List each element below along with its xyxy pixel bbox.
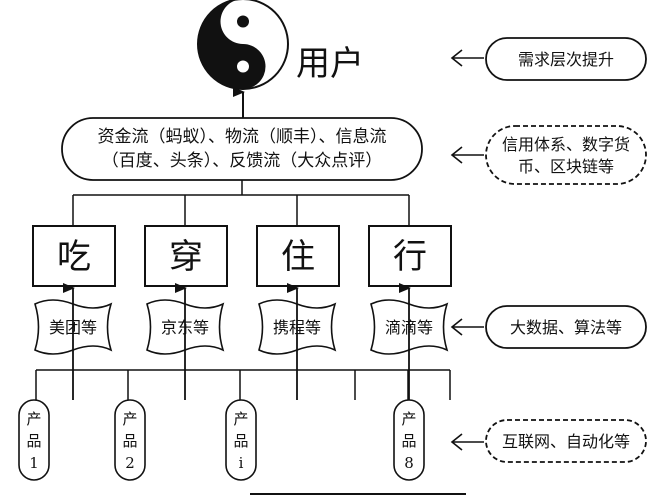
side-label: 需求层次提升 [518,50,614,69]
yin-yang-icon [197,0,289,90]
side-pill-credit [485,125,647,185]
side-label: 信用体系、数字货 [502,135,630,154]
connector-bottom [35,369,451,400]
category-box-eat [32,225,116,287]
category-box-travel [368,225,452,287]
product-capsule [114,399,146,481]
product-label-line: 产 [26,410,41,428]
side-label: 互联网、自动化等 [502,432,630,451]
product-capsule [225,399,257,481]
category-label: 吃 [57,237,91,277]
product-label-line: 品 [401,432,416,450]
product-capsule [18,399,50,481]
left-arrow-icon [450,146,484,164]
category-box-wear [144,225,228,287]
product-label-line: 品 [233,432,248,450]
product-label-line: 8 [404,454,414,472]
side-pill-data [485,305,647,349]
left-arrow-icon [450,49,484,67]
left-arrow-icon [450,318,484,336]
flows-line-1: 资金流（蚂蚁）、物流（顺丰）、信息流 [98,127,387,147]
user-label: 用户 [296,44,364,84]
side-pills [485,37,647,463]
left-arrow-icon [450,433,484,451]
flows-line-2: （百度、头条）、反馈流（大众点评） [102,151,383,171]
category-label: 行 [393,237,427,277]
product-label-line: 1 [29,454,39,472]
product-capsule [393,399,425,481]
side-label: 币、区块链等 [518,157,614,176]
category-label: 住 [281,237,315,277]
category-label: 穿 [169,237,203,277]
side-arrows [450,49,484,451]
product-labels: 产 品 1 产 品 2 产 品 i 产 品 8 [26,410,416,472]
product-label-line: 2 [125,454,135,472]
connector-top [72,180,410,226]
side-pill-demand [485,37,647,81]
product-label-line: 品 [122,432,137,450]
product-label-line: 品 [26,432,41,450]
product-label-line: 产 [233,410,248,428]
side-pill-internet [485,419,647,463]
category-boxes: 吃 穿 住 行 [32,225,452,287]
product-capsules [18,399,425,481]
side-label: 大数据、算法等 [510,318,622,337]
product-label-line: i [239,454,244,472]
product-label-line: 产 [401,410,416,428]
category-arrows [63,283,411,400]
product-label-line: 产 [122,410,137,428]
category-box-stay [256,225,340,287]
